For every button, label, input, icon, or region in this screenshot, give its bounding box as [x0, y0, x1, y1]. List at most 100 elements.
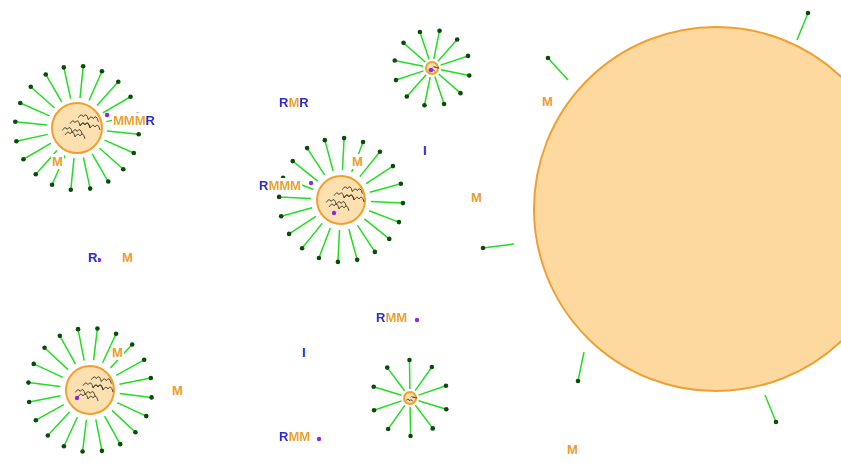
arm-end: [88, 186, 93, 191]
polymer-arm: [441, 56, 468, 65]
polymer-arm: [110, 345, 132, 368]
arm-end: [397, 220, 402, 225]
polymer-arm: [289, 216, 316, 233]
arm-end: [100, 449, 105, 454]
arm-end: [290, 159, 295, 164]
polymer-arm: [64, 67, 71, 98]
polymer-arm: [105, 416, 121, 444]
arm-end: [430, 426, 435, 431]
arm-end: [130, 342, 135, 347]
micelle-core: [52, 103, 102, 153]
polymer-arm: [578, 352, 584, 381]
polymer-arm: [89, 71, 102, 100]
arm-end: [26, 380, 31, 385]
species-label-patch: I: [422, 143, 428, 158]
arm-end: [401, 41, 406, 46]
arm-end: [806, 11, 811, 16]
arm-end: [18, 101, 23, 106]
arm-end: [467, 73, 472, 78]
polymer-arm: [117, 403, 146, 416]
species-label-patch: RMM: [278, 429, 311, 444]
arm-end: [62, 444, 67, 449]
arm-end: [80, 449, 85, 454]
polymer-arm: [103, 97, 131, 113]
species-label: M: [172, 384, 183, 398]
arm-end: [336, 260, 341, 265]
arm-end: [430, 365, 435, 370]
polymer-arm: [31, 87, 55, 108]
polymer-arm: [48, 412, 70, 435]
polymer-arm: [34, 364, 63, 377]
arm-end: [27, 400, 32, 405]
polymer-arm: [366, 166, 393, 183]
initiator-dot: [429, 68, 433, 72]
polymer-arm: [797, 13, 808, 40]
polymer-arm: [548, 58, 568, 80]
species-label-patch: M: [470, 190, 483, 205]
polymer-arm: [83, 420, 87, 452]
polymer-arm: [438, 40, 457, 62]
polymer-arm: [395, 60, 423, 66]
species-label-patch: M: [566, 442, 579, 457]
species-label-patch: M: [541, 94, 554, 109]
micelle-core: [66, 366, 114, 414]
arm-end: [405, 94, 410, 99]
arm-end: [42, 346, 47, 351]
species-label-patch: RMMM: [258, 178, 302, 193]
chain-tangle: [334, 193, 354, 200]
arm-end: [121, 167, 126, 172]
polymer-arm: [71, 158, 74, 190]
species-label: RMR: [279, 96, 309, 110]
arm-end: [114, 331, 119, 336]
arm-end: [116, 79, 121, 84]
initiator-dot: [317, 437, 321, 441]
arm-end: [399, 182, 404, 187]
arm-end: [34, 418, 39, 423]
species-label: RMM: [279, 430, 310, 444]
species-label-patch: M: [121, 250, 134, 265]
polymer-arm: [112, 410, 135, 432]
arm-end: [444, 383, 449, 388]
arm-end: [81, 64, 86, 69]
arm-end: [62, 65, 67, 70]
micelle-core: [426, 62, 438, 74]
arm-end: [323, 138, 328, 143]
arm-end: [142, 358, 147, 363]
species-label: R: [88, 251, 97, 265]
arm-end: [43, 72, 48, 77]
arm-end: [458, 91, 463, 96]
polymer-arm: [94, 328, 98, 360]
arm-end: [392, 58, 397, 63]
arm-end: [28, 84, 33, 89]
polymer-arm: [36, 405, 64, 421]
polymer-arm: [420, 32, 429, 59]
polymer-arm: [342, 138, 344, 170]
polymer-arm: [325, 140, 333, 171]
polymer-arm: [307, 148, 324, 175]
polymer-arm: [371, 201, 403, 203]
polymer-arm: [364, 219, 389, 239]
polymer-arm: [409, 360, 411, 389]
arm-end: [131, 151, 136, 156]
polymer-arm: [369, 211, 399, 222]
micelle-core: [404, 392, 416, 404]
arm-end: [418, 30, 423, 35]
arm-end: [466, 54, 471, 59]
arm-end: [76, 327, 81, 332]
chain-tangle: [83, 383, 103, 390]
polymer-arm: [415, 367, 432, 391]
species-label-patch: I: [301, 345, 307, 360]
arm-end: [69, 187, 74, 192]
polymer-arm: [435, 77, 444, 104]
species-label: M: [352, 155, 363, 169]
arm-end: [455, 37, 460, 42]
arm-end: [58, 334, 63, 339]
arm-end: [277, 195, 282, 200]
species-label-patch: R: [87, 250, 98, 265]
polymer-arm: [83, 157, 90, 188]
arm-end: [408, 434, 413, 439]
polymer-arm: [104, 140, 133, 153]
arm-end: [437, 28, 442, 33]
chain-tangle: [91, 377, 111, 384]
species-label: RMM: [376, 311, 407, 325]
